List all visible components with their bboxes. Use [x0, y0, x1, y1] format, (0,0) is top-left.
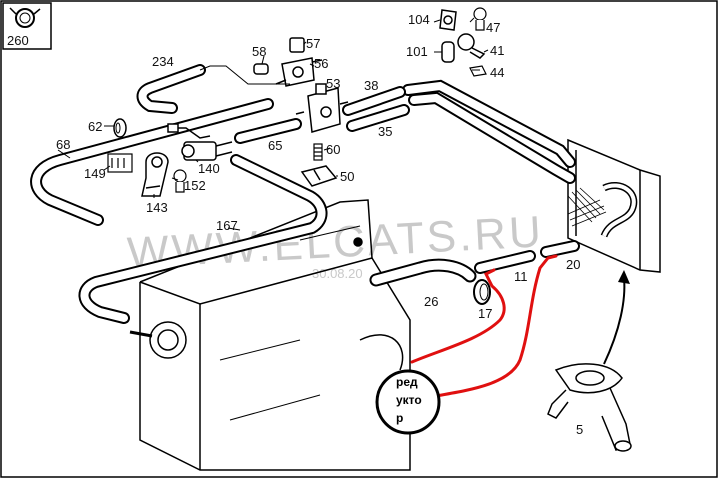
inset-box-clamp: 260	[2, 2, 52, 50]
fitting-60	[313, 143, 323, 161]
clamp-101	[441, 41, 455, 63]
hose-return-to-heater	[402, 79, 576, 184]
hose-20	[540, 240, 580, 258]
bolt-152	[173, 169, 187, 193]
grommet-62	[113, 118, 127, 138]
part-label-101: 101	[406, 44, 428, 59]
part-label-143: 143	[146, 200, 168, 215]
hose-26	[369, 258, 477, 287]
part-label-140: 140	[198, 161, 220, 176]
hose-35	[346, 104, 410, 132]
part-label-152: 152	[184, 178, 206, 193]
part-label-53: 53	[326, 76, 340, 91]
hose-234	[136, 64, 206, 114]
valve-assembly-56	[275, 37, 323, 87]
plug-58	[253, 63, 269, 75]
bracket-149	[107, 153, 133, 173]
seal-ring-17	[473, 279, 491, 305]
clamp-41	[457, 33, 486, 59]
part-label-11: 11	[514, 269, 528, 284]
heater-core	[567, 138, 661, 273]
pump-140	[167, 123, 233, 161]
hose-65	[234, 118, 302, 144]
arrow-to-heater	[603, 270, 630, 365]
part-label-50: 50	[340, 169, 354, 184]
watermark-date: 30.08.20	[312, 266, 363, 281]
part-label-57: 57	[306, 36, 320, 51]
valve-assembly-53	[295, 83, 349, 133]
part-label-68: 68	[56, 137, 70, 152]
clip-44	[469, 65, 487, 77]
part-label-47: 47	[486, 20, 500, 35]
part-label-56: 56	[314, 56, 328, 71]
engine-block	[129, 199, 411, 471]
part-label-41: 41	[490, 43, 504, 58]
part-label-17: 17	[478, 306, 492, 321]
clamp-104	[439, 9, 457, 31]
part-label-104: 104	[408, 12, 430, 27]
part-label-167: 167	[216, 218, 238, 233]
annotation-circle: ред укто р	[375, 369, 441, 435]
part-label-20: 20	[566, 257, 580, 272]
part-numbers: 104 47 101 41 44 58 57 56 53 234 38 35 6…	[56, 12, 583, 437]
annotation-text-line2: укто	[396, 393, 422, 407]
annotation-text-line3: р	[396, 411, 403, 425]
part-label-38: 38	[364, 78, 378, 93]
annotation-text-line1: ред	[396, 375, 418, 389]
part-label-5: 5	[576, 422, 583, 437]
part-label-35: 35	[378, 124, 392, 139]
hose-11	[474, 250, 536, 274]
hose-167	[78, 154, 328, 324]
part-label-44: 44	[490, 65, 504, 80]
elbow-pipe-5	[547, 363, 632, 452]
bracket-143	[141, 152, 169, 197]
leader-lines	[57, 17, 489, 231]
annotation-red-lines	[410, 254, 558, 398]
bolt-47	[473, 7, 487, 31]
part-label-62: 62	[88, 119, 102, 134]
part-label-234: 234	[152, 54, 174, 69]
part-label-60: 60	[326, 142, 340, 157]
hose-38	[342, 86, 406, 116]
inset-label: 260	[7, 33, 29, 48]
hose-68	[30, 98, 274, 226]
part-label-149: 149	[84, 166, 106, 181]
clip-50	[300, 165, 338, 187]
part-label-58: 58	[252, 44, 266, 59]
part-label-26: 26	[424, 294, 438, 309]
part-label-65: 65	[268, 138, 282, 153]
